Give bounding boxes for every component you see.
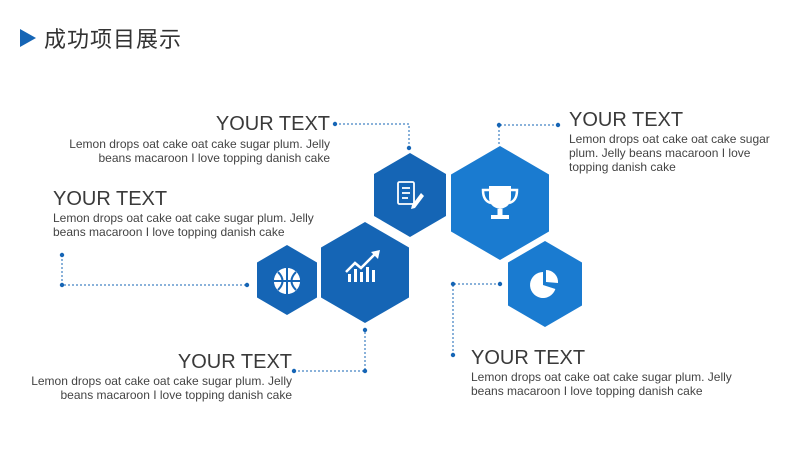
connector-dot [244, 282, 250, 288]
block-heading: YOUR TEXT [177, 351, 292, 373]
block-description: Lemon drops oat cake oat cake sugar plum… [69, 137, 330, 165]
connector-dots [59, 121, 561, 374]
connector-dot [59, 282, 65, 288]
connector-dot [59, 252, 65, 258]
connector-dot [450, 352, 456, 358]
block-heading: YOUR TEXT [569, 109, 684, 131]
connector-1 [335, 123, 410, 150]
connector-dot [362, 368, 368, 374]
block-description: Lemon drops oat cake oat cake sugar plum… [31, 374, 292, 402]
connector-dot [291, 368, 297, 374]
document-edit-icon [397, 181, 424, 209]
hexagon-document [374, 153, 446, 237]
text-block-3: YOUR TEXT Lemon drops oat cake oat cake … [569, 109, 794, 174]
connector-dot [332, 121, 338, 127]
connector-dot [450, 281, 456, 287]
block-description: Lemon drops oat cake oat cake sugar plum… [569, 132, 770, 174]
text-block-2: YOUR TEXT Lemon drops oat cake oat cake … [53, 188, 333, 239]
text-block-4: YOUR TEXT Lemon drops oat cake oat cake … [10, 351, 292, 402]
text-block-1: YOUR TEXT Lemon drops oat cake oat cake … [40, 113, 330, 165]
text-block-5: YOUR TEXT Lemon drops oat cake oat cake … [471, 347, 761, 398]
basketball-icon [274, 268, 300, 294]
connector-dot [497, 281, 503, 287]
block-heading: YOUR TEXT [215, 113, 330, 135]
connector-3 [498, 124, 558, 146]
connector-2 [61, 255, 247, 286]
hexagon-basketball [257, 245, 317, 315]
slide-title: 成功项目展示 [44, 27, 183, 52]
connector-dot [362, 327, 368, 333]
block-heading: YOUR TEXT [53, 188, 168, 210]
trophy-icon [481, 186, 519, 219]
slide-header: 成功项目展示 [20, 22, 182, 54]
growth-chart-icon [345, 250, 380, 282]
connector-4 [294, 330, 366, 372]
hexagon-trophy [451, 146, 549, 260]
connector-dot [496, 122, 502, 128]
hexagon-growth [321, 222, 409, 323]
connector-dot [406, 145, 412, 151]
connector-dot [555, 122, 561, 128]
triangle-bullet-icon [20, 29, 36, 47]
connector-5 [452, 283, 500, 355]
block-heading: YOUR TEXT [471, 347, 586, 369]
pie-chart-icon [530, 269, 559, 298]
block-description: Lemon drops oat cake oat cake sugar plum… [471, 370, 732, 398]
block-description: Lemon drops oat cake oat cake sugar plum… [53, 211, 314, 239]
hexagon-pie [508, 241, 582, 327]
